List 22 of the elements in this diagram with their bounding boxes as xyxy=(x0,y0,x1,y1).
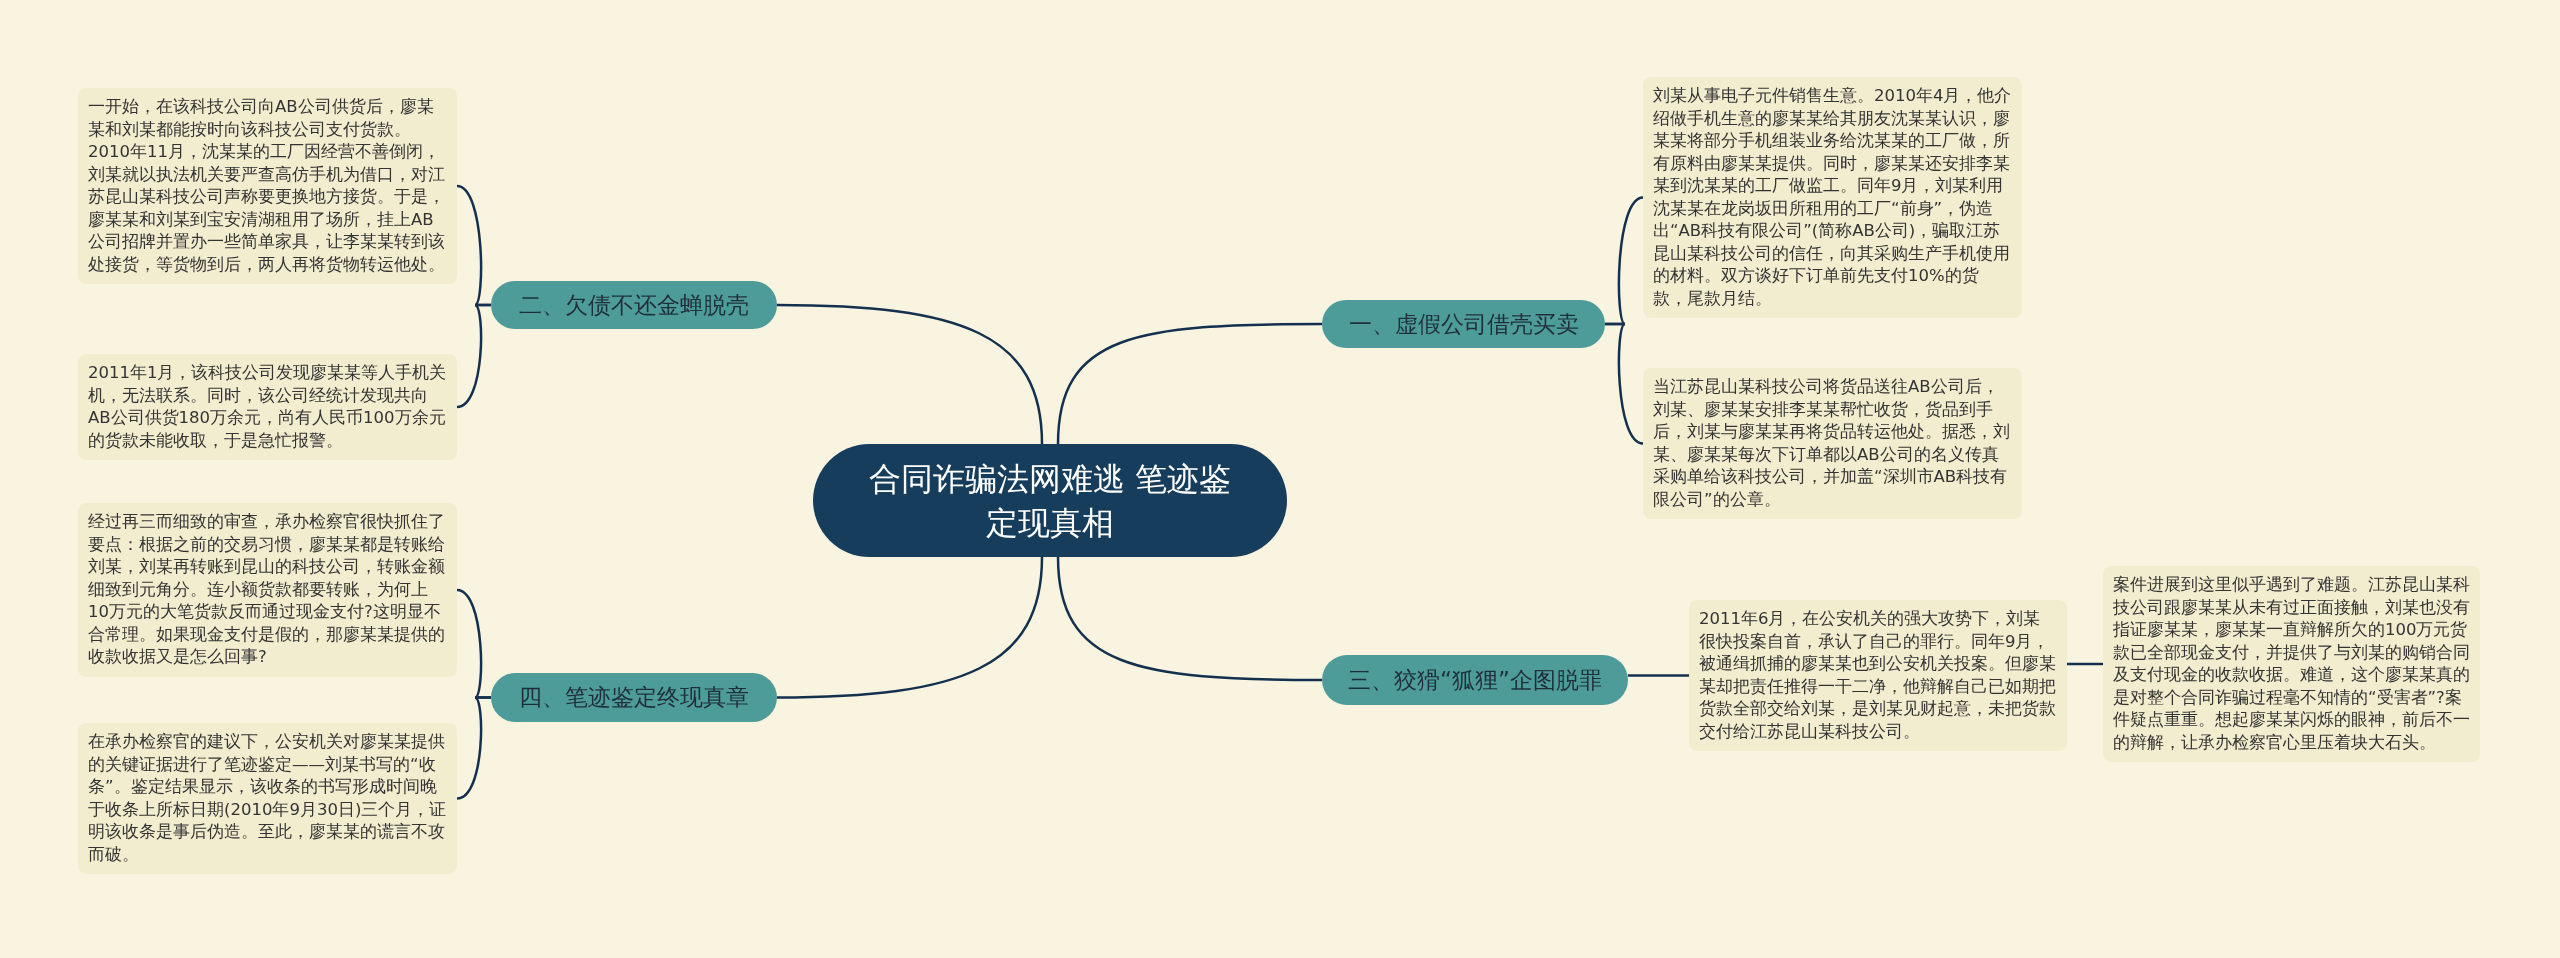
connector-line xyxy=(1056,322,1322,445)
connector-line xyxy=(1605,322,1644,445)
connector-line xyxy=(777,556,1044,699)
topic-pill: 一、虚假公司借壳买卖 xyxy=(1322,300,1605,348)
note-card: 当江苏昆山某科技公司将货品送往AB公司后，刘某、廖某某安排李某某帮忙收货，货品到手后，刘某与廖某某再将货品转运他处。据悉，刘某、廖某某每次下订单都以AB公司的名义传真采购单给该科技公司，并加盖“深圳市AB科技有限公司”的公章。 xyxy=(1643,368,2022,519)
note-card: 2011年1月，该科技公司发现廖某某等人手机关机，无法联系。同时，该公司经统计发现共向AB公司供货180万余元，尚有人民币100万余元的货款未能收取，于是急忙报警。 xyxy=(78,354,457,460)
note-card: 经过再三而细致的审查，承办检察官很快抓住了要点：根据之前的交易习惯，廖某某都是转账给刘某，刘某再转账到昆山的科技公司，转账金额细致到元角分。连小额货款都要转账，为何上10万元的大笔货款反而通过现金支付?这明显不合常理。如果现金支付是假的，那廖某某提供的收款收据又是怎么回事? xyxy=(78,503,457,677)
note-card: 在承办检察官的建议下，公安机关对廖某某提供的关键证据进行了笔迹鉴定——刘某书写的“收条”。鉴定结果显示，该收条的书写形成时间晚于收条上所标日期(2010年9月30日)三个月，证明该收条是事后伪造。至此，廖某某的谎言不攻而破。 xyxy=(78,723,457,874)
topic-pill: 三、狡猾“狐狸”企图脱罪 xyxy=(1322,655,1628,705)
note-card: 刘某从事电子元件销售生意。2010年4月，他介绍做手机生意的廖某某给其朋友沈某某认识，廖某某将部分手机组装业务给沈某某的工厂做，所有原料由廖某某提供。同时，廖某某还安排李某某到沈某某的工厂做监工。同年9月，刘某利用沈某某在龙岗坂田所租用的工厂“前身”，伪造出“AB科技有限公司”(简称AB公司)，骗取江苏昆山某科技公司的信任，向其采购生产手机使用的材料。双方谈好下订单前先支付10%的货款，尾款月结。 xyxy=(1643,77,2022,318)
topic-pill: 二、欠债不还金蝉脱壳 xyxy=(491,281,777,329)
connector-line xyxy=(2067,662,2103,666)
connector-line xyxy=(456,303,491,409)
connector-line xyxy=(1056,556,1322,682)
topic-pill: 四、笔迹鉴定终现真章 xyxy=(491,673,777,722)
note-card: 案件进展到这里似乎遇到了难题。江苏昆山某科技公司跟廖某某从未有过正面接触，刘某也没有指证廖某某，廖某某一直辩解所欠的100万元货款已全部现金支付，并提供了与刘某的购销合同及支付现金的收款收据。难道，这个廖某某真的是对整个合同诈骗过程毫不知情的“受害者”?案件疑点重重。想起廖某某闪烁的眼神，前后不一的辩解，让承办检察官心里压着块大石头。 xyxy=(2103,566,2480,762)
central-topic: 合同诈骗法网难逃 笔迹鉴定现真相 xyxy=(813,444,1287,557)
note-card: 一开始，在该科技公司向AB公司供货后，廖某某和刘某都能按时向该科技公司支付货款。2010年11月，沈某某的工厂因经营不善倒闭，刘某就以执法机关要严查高仿手机为借口，对江苏昆山某科技公司声称要更换地方接货。于是，廖某某和刘某到宝安清湖租用了场所，挂上AB公司招牌并置办一些简单家具，让李某某转到该处接货，等货物到后，两人再将货物转运他处。 xyxy=(78,88,457,284)
connector-line xyxy=(777,303,1044,445)
connector-line xyxy=(1628,674,1689,677)
note-card: 2011年6月，在公安机关的强大攻势下，刘某很快投案自首，承认了自己的罪行。同年9月，被通缉抓捕的廖某某也到公安机关投案。但廖某某却把责任推得一干二净，他辩解自己已如期把货款全部交给刘某，是刘某见财起意，未把货款交付给江苏昆山某科技公司。 xyxy=(1689,600,2067,751)
connector-line xyxy=(456,696,491,800)
